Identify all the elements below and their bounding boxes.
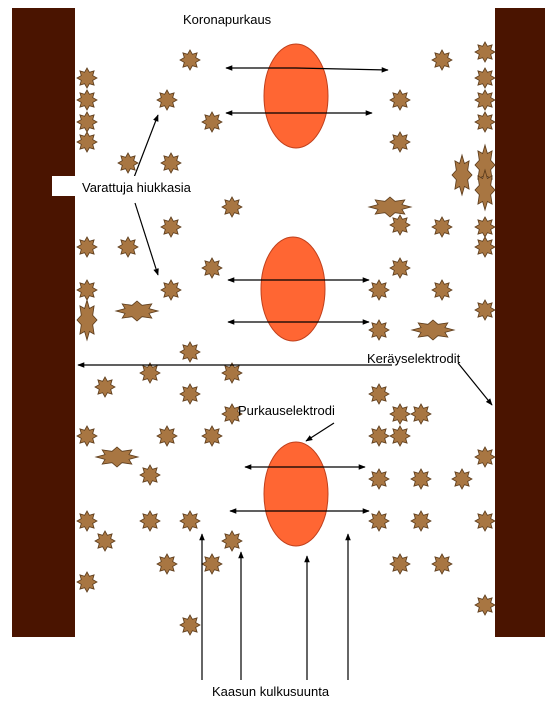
- charged-particle: [369, 320, 389, 340]
- charged-particle: [390, 90, 410, 110]
- charged-particle: [475, 237, 495, 257]
- charged-particle: [432, 280, 452, 300]
- label-collector-electrodes: Keräyselektrodit: [367, 351, 461, 366]
- charged-particle: [161, 153, 181, 173]
- charged-particle: [475, 90, 495, 110]
- charged-particle: [222, 531, 242, 551]
- charged-particle: [369, 426, 389, 446]
- charged-particle: [140, 511, 160, 531]
- charged-particle: [432, 217, 452, 237]
- charged-particle: [452, 469, 472, 489]
- charged-particle: [369, 280, 389, 300]
- charged-particle: [432, 50, 452, 70]
- charged-particle: [77, 572, 97, 592]
- charged-particle: [475, 68, 495, 88]
- charged-particle: [390, 554, 410, 574]
- charged-particle: [180, 342, 200, 362]
- arrow-to-discharge-electrode: [306, 423, 334, 441]
- charged-particle: [77, 280, 97, 300]
- charged-particle: [475, 217, 495, 237]
- charged-particle: [369, 469, 389, 489]
- label-discharge-electrode: Purkauselektrodi: [238, 403, 335, 418]
- charged-particle: [475, 170, 495, 210]
- charged-particle: [118, 237, 138, 257]
- charged-particle: [140, 465, 160, 485]
- discharge-electrode-bottom: [264, 442, 328, 546]
- charged-particle: [369, 511, 389, 531]
- charged-particle: [77, 90, 97, 110]
- charged-particle: [202, 554, 222, 574]
- label-charged-particles: Varattuja hiukkasia: [82, 180, 192, 195]
- charged-particle: [411, 469, 431, 489]
- charged-particle: [411, 511, 431, 531]
- charged-particle: [77, 300, 97, 340]
- charged-particle: [157, 90, 177, 110]
- collector-plate-left: [12, 8, 75, 637]
- charged-particle: [369, 197, 411, 217]
- charged-particle: [118, 153, 138, 173]
- charged-particle: [475, 511, 495, 531]
- charged-particle: [77, 132, 97, 152]
- charged-particle: [140, 363, 160, 383]
- charged-particle: [202, 112, 222, 132]
- discharge-electrode-middle: [261, 237, 325, 341]
- charged-particle: [475, 42, 495, 62]
- charged-particle: [432, 554, 452, 574]
- charged-particle: [95, 531, 115, 551]
- charged-particle: [390, 404, 410, 424]
- charged-particle: [390, 258, 410, 278]
- charged-particle: [452, 155, 472, 195]
- charged-particle: [390, 215, 410, 235]
- charged-particle: [157, 426, 177, 446]
- charged-particle: [180, 384, 200, 404]
- arrow-to-particle-upper: [133, 115, 158, 180]
- charged-particle: [475, 595, 495, 615]
- charged-particle: [411, 404, 431, 424]
- charged-particle: [222, 197, 242, 217]
- charged-particle: [161, 217, 181, 237]
- discharge-electrode-top: [264, 44, 328, 148]
- charged-particle: [116, 301, 158, 321]
- charged-particle: [157, 554, 177, 574]
- arrow-to-particle-lower: [135, 203, 158, 275]
- collector-plate-right: [495, 8, 545, 637]
- charged-particle: [202, 426, 222, 446]
- charged-particle: [180, 511, 200, 531]
- charged-particle: [475, 300, 495, 320]
- arrow-to-right-collector: [458, 363, 492, 405]
- charged-particle: [77, 426, 97, 446]
- charged-particle: [390, 426, 410, 446]
- charged-particle: [390, 132, 410, 152]
- charged-particle: [161, 280, 181, 300]
- gas-flow-arrows: [202, 534, 348, 680]
- charged-particle: [77, 112, 97, 132]
- charged-particle: [95, 377, 115, 397]
- label-gas-flow-direction: Kaasun kulkusuunta: [212, 684, 330, 699]
- charged-particle: [369, 384, 389, 404]
- charged-particle: [222, 363, 242, 383]
- charged-particle: [96, 447, 138, 467]
- charged-particle: [77, 511, 97, 531]
- charged-particle: [202, 258, 222, 278]
- charged-particle: [77, 68, 97, 88]
- charged-particle: [475, 447, 495, 467]
- charged-particle: [180, 50, 200, 70]
- label-corona-discharge: Koronapurkaus: [183, 12, 272, 27]
- charged-particle: [77, 237, 97, 257]
- charged-particle: [180, 615, 200, 635]
- charged-particle: [475, 112, 495, 132]
- charged-particle: [412, 320, 454, 340]
